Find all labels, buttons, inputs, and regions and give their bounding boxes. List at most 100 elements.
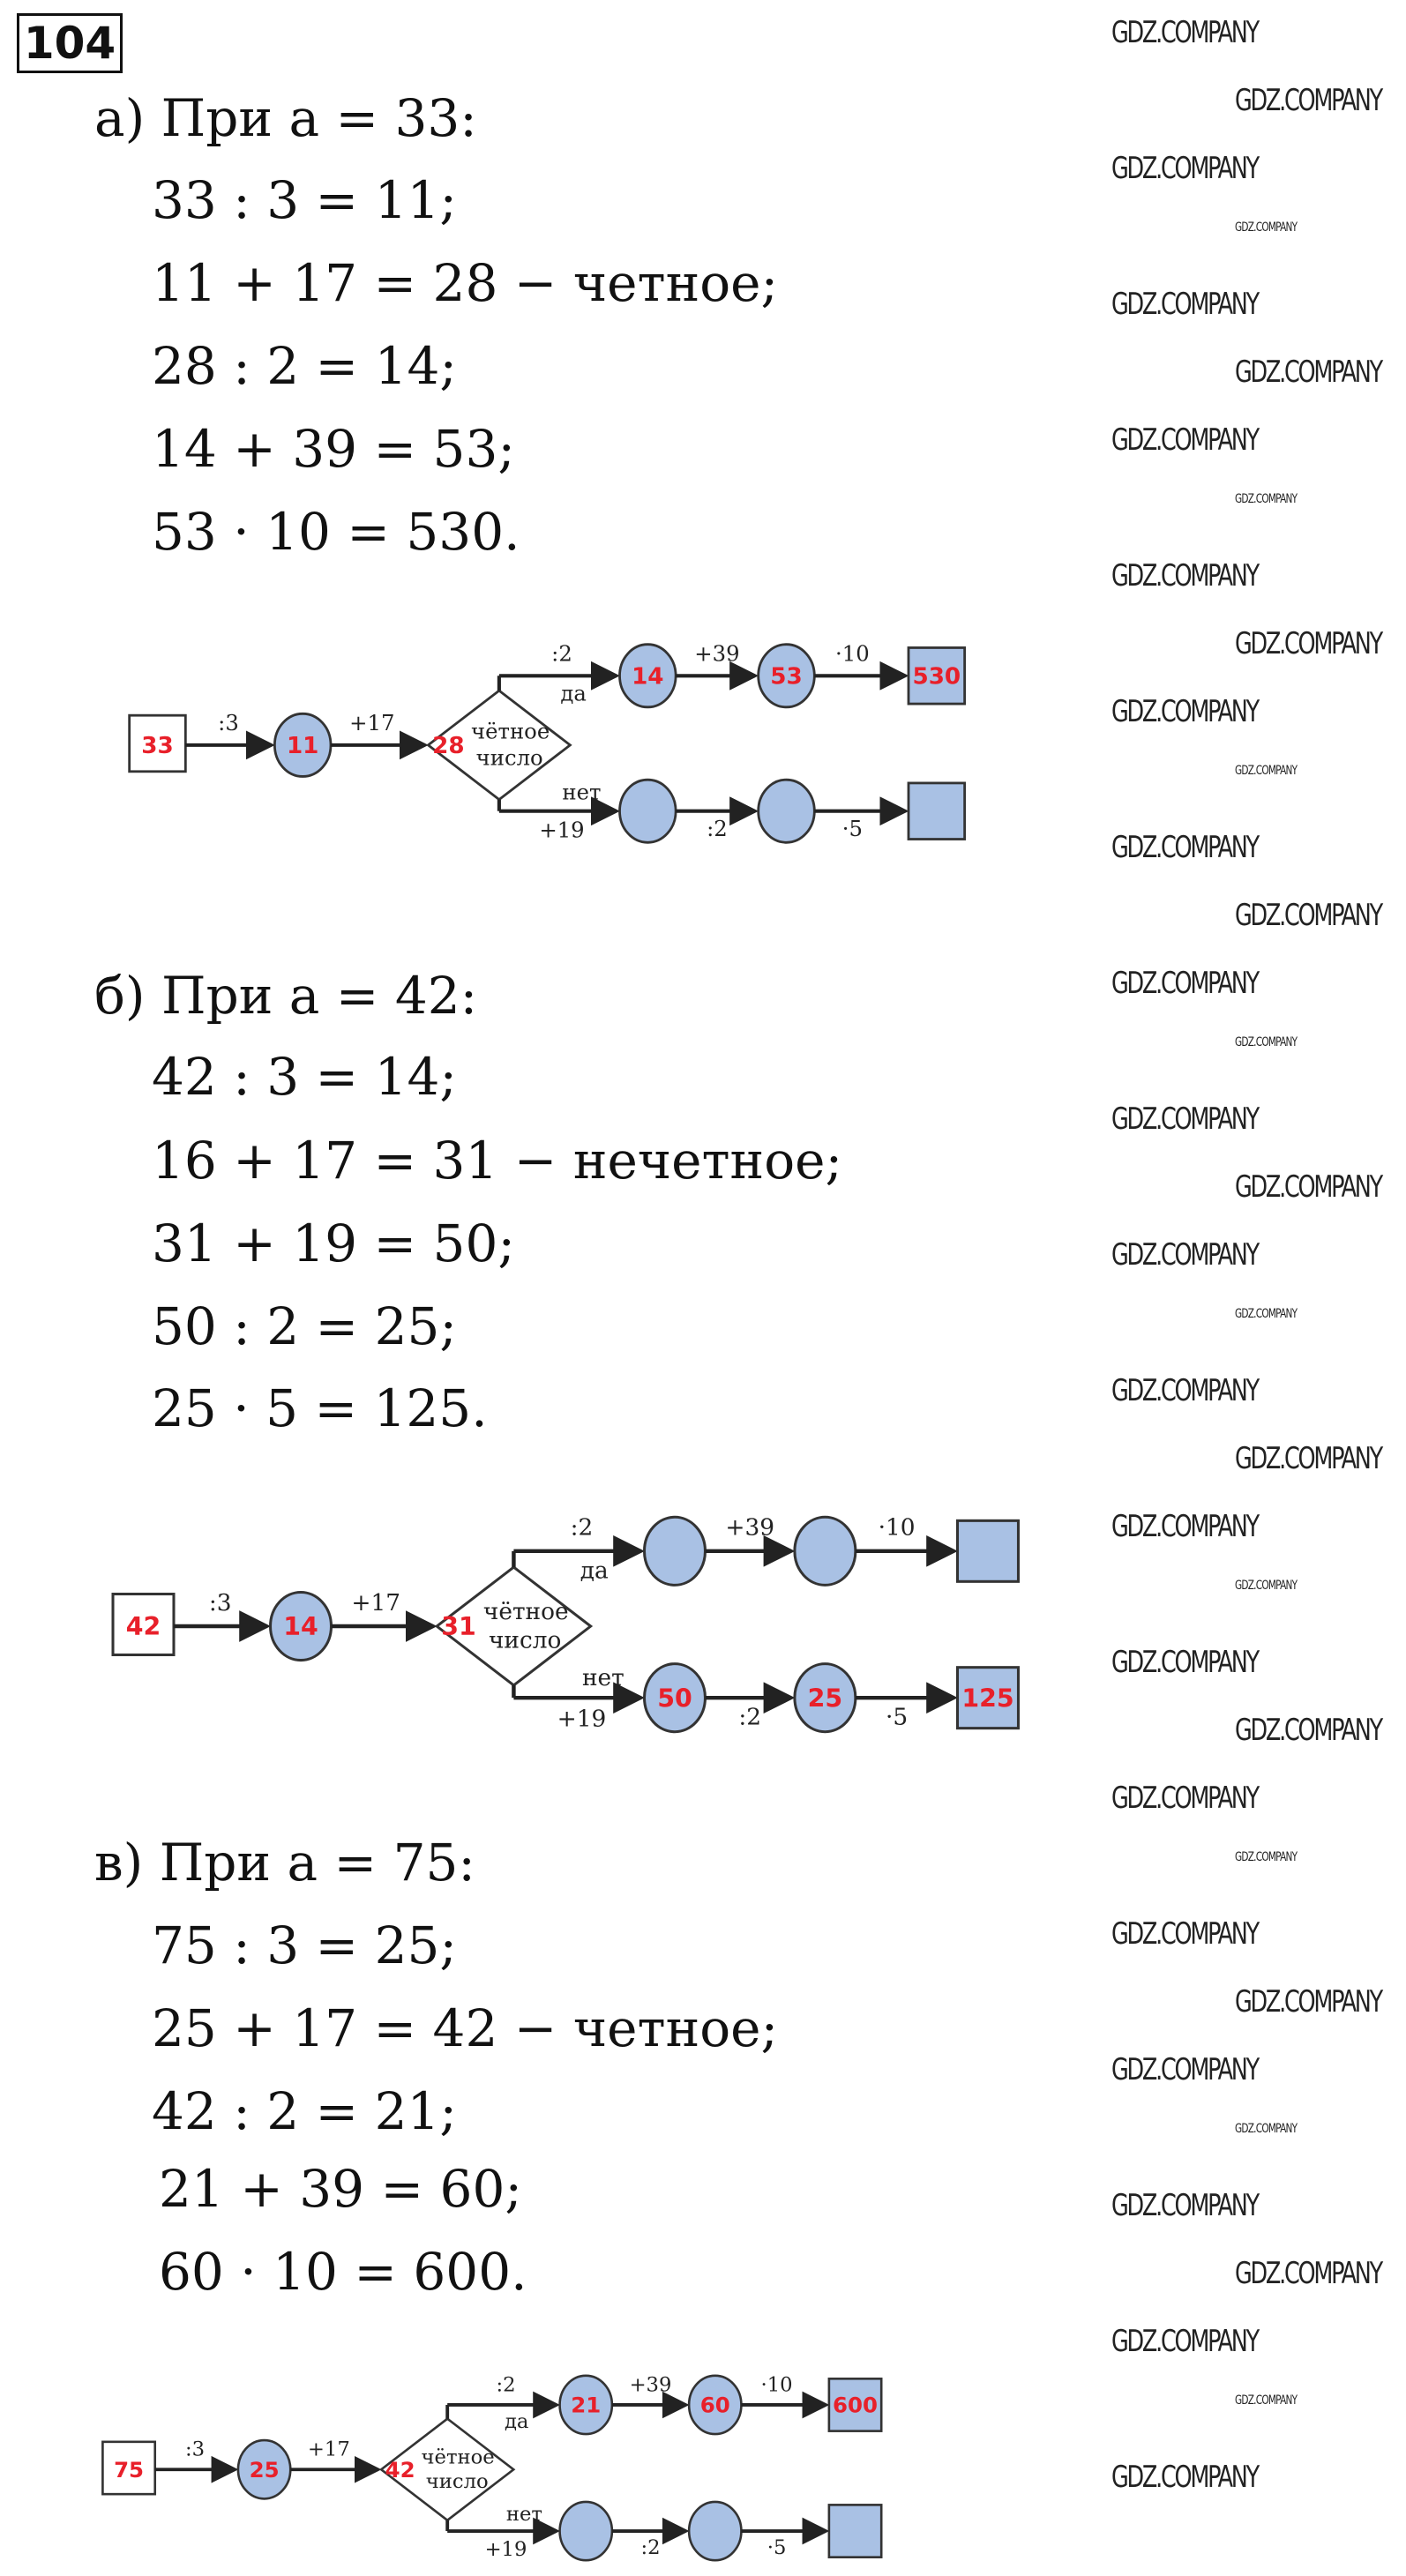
equation-line: 42 : 3 = 14;: [152, 1047, 457, 1107]
result-box: [827, 2378, 883, 2432]
op-label: :2: [707, 816, 728, 841]
part-header: в) При a = 75:: [94, 1833, 475, 1893]
part-header: а) При a = 33:: [94, 88, 477, 148]
node-value: 11: [287, 733, 318, 759]
watermark: GDZ.COMPANY: [1111, 1916, 1260, 1952]
branch-label: да: [505, 2410, 528, 2433]
decision-diamond: [434, 1565, 594, 1687]
diamond-value: 28: [432, 733, 464, 759]
op-label: ·10: [879, 1515, 916, 1542]
op-label: ·5: [842, 816, 863, 841]
watermark: GDZ.COMPANY: [1111, 2188, 1260, 2223]
op-label: :3: [185, 2438, 205, 2461]
start-value: 42: [126, 1612, 161, 1641]
result-box: [955, 1666, 1020, 1730]
diamond-value: 31: [441, 1612, 476, 1641]
equation-line: 53 · 10 = 530.: [152, 502, 520, 562]
node-value: 25: [250, 2457, 280, 2483]
start-box: [111, 1592, 176, 1657]
node-value: 53: [770, 664, 802, 691]
watermark: GDZ.COMPANY: [1111, 1509, 1260, 1544]
result-box: [827, 2504, 883, 2558]
watermark: GDZ.COMPANY: [1235, 1579, 1298, 1593]
op-label: :2: [551, 640, 572, 666]
node-value: 50: [657, 1684, 692, 1713]
watermark: GDZ.COMPANY: [1111, 694, 1260, 729]
op-label: +17: [349, 710, 394, 735]
result-value: 530: [912, 664, 961, 691]
watermark: GDZ.COMPANY: [1111, 2324, 1260, 2359]
watermark: GDZ.COMPANY: [1111, 1645, 1260, 1680]
watermark: GDZ.COMPANY: [1235, 2393, 1298, 2408]
node-circle: [793, 1515, 857, 1587]
equation-line: 25 + 17 = 42 − четное;: [152, 1998, 779, 2058]
watermark: GDZ.COMPANY: [1235, 1169, 1383, 1205]
watermark: GDZ.COMPANY: [1235, 355, 1383, 390]
branch-label: нет: [562, 780, 601, 805]
watermark: GDZ.COMPANY: [1235, 83, 1383, 118]
watermark: GDZ.COMPANY: [1235, 2256, 1383, 2291]
watermark: GDZ.COMPANY: [1111, 2460, 1260, 2495]
op-label: +39: [630, 2373, 672, 2396]
decision-diamond: [426, 689, 572, 802]
op-label: +17: [308, 2438, 350, 2461]
branch-label: нет: [582, 1665, 624, 1691]
node-value: 60: [700, 2393, 730, 2418]
op-label: +19: [485, 2538, 527, 2561]
node-circle: [687, 2500, 743, 2562]
op-label: :2: [496, 2373, 515, 2396]
equation-line: 31 + 19 = 50;: [152, 1213, 515, 1273]
op-label: ·5: [767, 2536, 787, 2559]
watermark: GDZ.COMPANY: [1111, 151, 1260, 186]
diamond-label: число: [489, 1627, 561, 1654]
branch-label: нет: [506, 2503, 542, 2526]
op-label: ·10: [761, 2373, 793, 2396]
op-label: ·10: [835, 640, 870, 666]
watermark: GDZ.COMPANY: [1235, 764, 1298, 778]
equation-line: 11 + 17 = 28 − четное;: [152, 253, 779, 313]
op-label: :2: [738, 1705, 761, 1731]
node-value: 25: [808, 1684, 843, 1713]
equation-line: 42 : 2 = 21;: [152, 2081, 457, 2141]
node-value: 21: [571, 2393, 601, 2418]
start-value: 75: [114, 2457, 144, 2483]
result-value: 125: [961, 1684, 1013, 1713]
node-circle: [618, 778, 677, 844]
node-circle: [642, 1515, 707, 1587]
result-box: [955, 1519, 1020, 1583]
op-label: :2: [640, 2536, 660, 2559]
watermark: GDZ.COMPANY: [1111, 966, 1260, 1001]
watermark: GDZ.COMPANY: [1111, 15, 1260, 50]
watermark: GDZ.COMPANY: [1235, 1713, 1383, 1748]
watermark: GDZ.COMPANY: [1235, 626, 1383, 661]
watermark: GDZ.COMPANY: [1235, 1307, 1298, 1321]
result-box: [907, 781, 967, 840]
op-label: :3: [209, 1590, 232, 1617]
watermark: GDZ.COMPANY: [1111, 2052, 1260, 2087]
decision-diamond: [379, 2417, 516, 2522]
op-label: +19: [539, 818, 584, 843]
equation-line: 60 · 10 = 600.: [159, 2242, 527, 2302]
node-circle: [757, 778, 816, 844]
equation-line: 33 : 3 = 11;: [152, 170, 457, 230]
diamond-label: чётное: [471, 718, 550, 743]
node-value: 14: [632, 664, 663, 691]
diamond-label: чётное: [483, 1599, 569, 1625]
watermark: GDZ.COMPANY: [1111, 830, 1260, 865]
diamond-label: чётное: [422, 2445, 495, 2468]
node-circle: [558, 2500, 614, 2562]
equation-line: 28 : 2 = 14;: [152, 336, 457, 396]
result-value: 600: [833, 2393, 878, 2418]
equation-line: 25 · 5 = 125.: [152, 1378, 488, 1438]
result-box: [907, 646, 967, 706]
watermark: GDZ.COMPANY: [1111, 558, 1260, 594]
op-label: +19: [557, 1706, 607, 1733]
part-header: б) При a = 42:: [94, 966, 478, 1026]
watermark: GDZ.COMPANY: [1235, 492, 1298, 506]
watermark: GDZ.COMPANY: [1235, 1035, 1298, 1049]
watermark: GDZ.COMPANY: [1111, 1237, 1260, 1273]
op-label: ·5: [886, 1705, 908, 1731]
branch-label: да: [580, 1557, 609, 1584]
